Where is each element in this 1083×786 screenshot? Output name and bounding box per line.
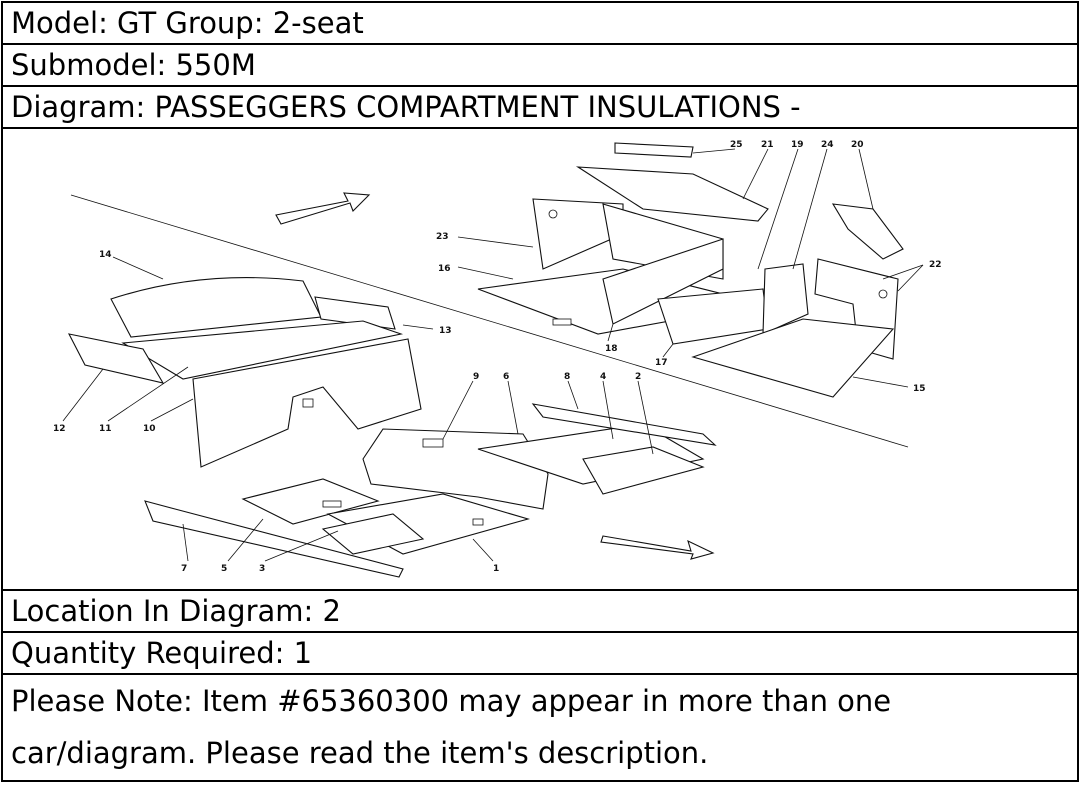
callout-3: 3 [259, 564, 265, 574]
parts-diagram: 1 2 3 4 5 6 7 8 9 10 11 12 13 14 15 16 1… [3, 129, 1077, 591]
part-13-panel [314, 296, 396, 330]
callout-5: 5 [221, 564, 227, 574]
part-15-floor [691, 318, 895, 398]
diagram-title: Diagram: PASSEGGERS COMPARTMENT INSULATI… [3, 87, 1077, 129]
part-25-strip [614, 142, 694, 158]
callout-16: 16 [438, 264, 451, 274]
part-7-strip [144, 500, 404, 578]
callout-11: 11 [99, 424, 112, 434]
part-2-pad [582, 446, 705, 495]
callout-19: 19 [791, 140, 804, 150]
callout-17: 17 [655, 358, 668, 368]
callout-2: 2 [635, 372, 641, 382]
callout-9: 9 [473, 372, 479, 382]
part-24-bracket [762, 263, 809, 335]
submodel-label: Submodel: 550M [3, 45, 1077, 87]
part-3-mat [321, 513, 425, 555]
model-label: Model: GT Group: 2-seat [3, 3, 1077, 45]
callout-14: 14 [99, 250, 112, 260]
callout-21: 21 [761, 140, 774, 150]
callout-1: 1 [493, 564, 499, 574]
callout-24: 24 [821, 140, 834, 150]
callout-12: 12 [53, 424, 66, 434]
callout-20: 20 [851, 140, 864, 150]
part-20-clip [831, 203, 904, 260]
part-12-panel [67, 333, 165, 384]
item-note: Please Note: Item #65360300 may appear i… [3, 675, 1077, 780]
part-5-mat [241, 478, 380, 525]
note-line-2: car/diagram. Please read the item's desc… [11, 736, 709, 770]
part-18-tunnel [602, 238, 724, 325]
callout-6: 6 [503, 372, 509, 382]
location-label: Location In Diagram: 2 [3, 591, 1077, 633]
exploded-parts-drawing: 1 2 3 4 5 6 7 8 9 10 11 12 13 14 15 16 1… [53, 140, 942, 578]
callout-22: 22 [929, 260, 942, 270]
part-17-panel [657, 288, 769, 345]
callout-15: 15 [913, 384, 926, 394]
reference-line [70, 194, 909, 448]
callout-23: 23 [436, 232, 449, 242]
callout-10: 10 [143, 424, 156, 434]
callout-18: 18 [605, 344, 618, 354]
callout-8: 8 [564, 372, 570, 382]
forward-arrow-icon [275, 192, 371, 225]
rearward-arrow-icon [600, 535, 715, 560]
callout-13: 13 [439, 326, 452, 336]
callout-25: 25 [730, 140, 743, 150]
part-8-strip [531, 403, 717, 446]
note-line-1: Please Note: Item #65360300 may appear i… [11, 684, 892, 718]
part-14-panel [110, 277, 322, 338]
callout-7: 7 [181, 564, 187, 574]
callout-4: 4 [600, 372, 606, 382]
part-10-bulkhead [192, 338, 422, 468]
part-11-tray [121, 320, 404, 380]
part-9-tunnel-cover [362, 428, 549, 510]
part-21-cover [575, 166, 769, 222]
quantity-label: Quantity Required: 1 [3, 633, 1077, 675]
